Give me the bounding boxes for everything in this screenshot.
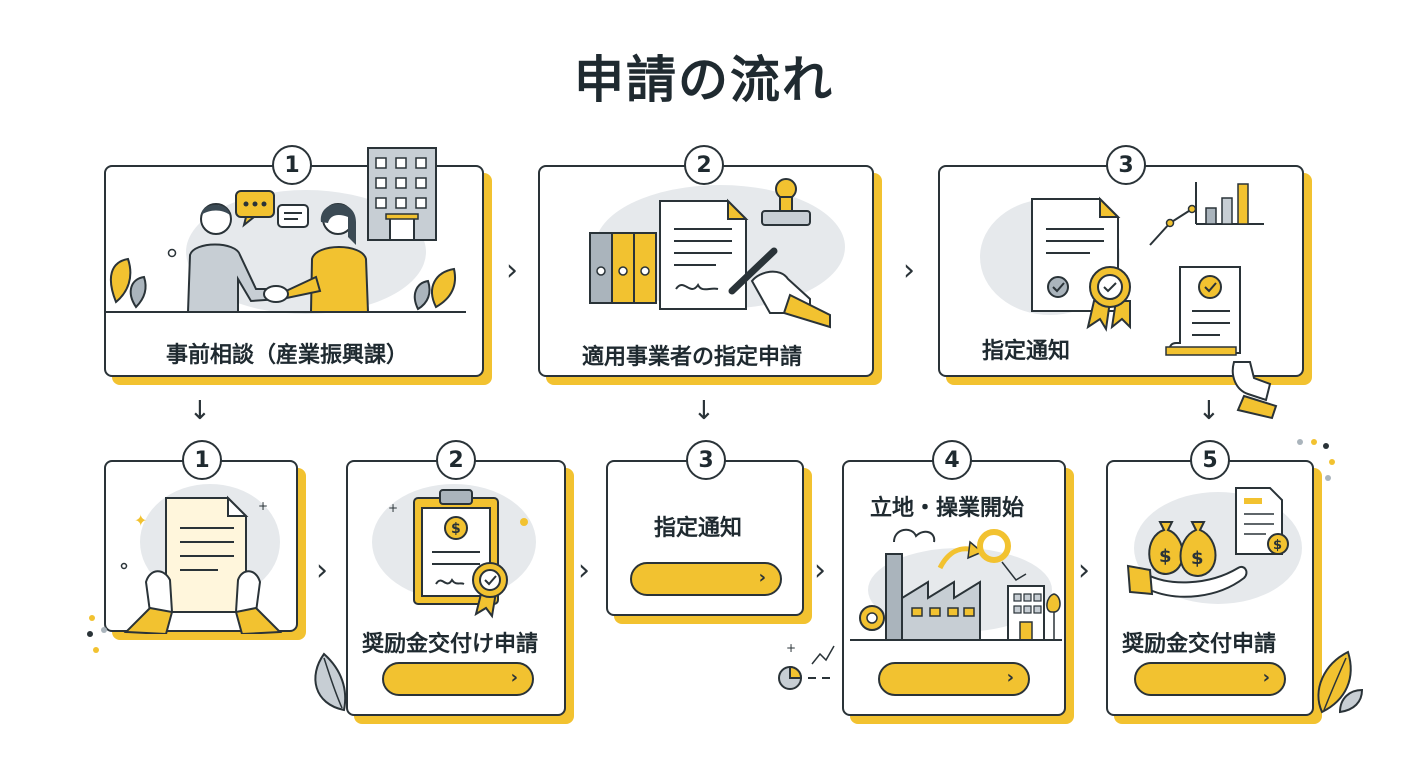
- chart-icon: [1195, 182, 1264, 225]
- factory-icon: [850, 528, 1062, 641]
- certificate-icon: [980, 196, 1241, 356]
- bottom-step-2-button[interactable]: ›: [382, 662, 534, 696]
- svg-text:+: +: [388, 501, 398, 515]
- bottom-step-1-number: 1: [182, 440, 222, 480]
- leaf-decoration: [1317, 650, 1364, 714]
- arrow-right-bottom-2: ›: [578, 553, 590, 588]
- bottom-step-5-label: 奨励金交付申請: [1122, 632, 1277, 657]
- arrow-down-2: ↓: [693, 396, 715, 426]
- top-step-3-label: 指定通知: [982, 339, 1071, 364]
- arrow-down-1: ↓: [189, 396, 211, 426]
- clipboard-coin-icon: $ +: [372, 484, 536, 619]
- chevron-right-icon: ›: [510, 667, 518, 688]
- top-step-2-label: 適用事業者の指定申請: [582, 345, 803, 370]
- top-step-1-number: 1: [272, 145, 312, 185]
- handshake-icon: [106, 190, 466, 314]
- svg-text:$: $: [1273, 538, 1282, 553]
- page-title: 申請の流れ: [574, 51, 834, 109]
- bottom-step-2-number: 2: [436, 440, 476, 480]
- bottom-step-3-button[interactable]: ›: [630, 562, 782, 596]
- top-step-2-card[interactable]: 適用事業者の指定申請: [538, 165, 874, 377]
- arrow-right-top-1: ›: [506, 253, 518, 288]
- svg-text:+: +: [258, 499, 268, 513]
- arrow-down-3: ↓: [1198, 396, 1220, 426]
- arrow-right-bottom-3: ›: [814, 553, 826, 588]
- top-step-1-label: 事前相談（産業振興課）: [166, 343, 409, 368]
- bottom-step-4-card[interactable]: 立地・操業開始 ›: [842, 460, 1066, 716]
- bottom-step-2-card[interactable]: $ + 奨励金交付け申請 ›: [346, 460, 566, 716]
- bottom-step-4-label: 立地・操業開始: [870, 496, 1025, 521]
- dots-decoration: [1297, 439, 1335, 481]
- bottom-step-4-number: 4: [932, 440, 972, 480]
- svg-text:$: $: [1159, 546, 1172, 567]
- money-bag-icon: $ $ $: [1126, 487, 1302, 604]
- arrow-right-top-2: ›: [903, 253, 915, 288]
- top-step-3-number: 3: [1106, 145, 1146, 185]
- pie-chart-icon: +: [778, 641, 835, 690]
- dots-decoration: [87, 615, 107, 653]
- bottom-step-4-button[interactable]: ›: [878, 662, 1030, 696]
- hand-icon: [1231, 361, 1278, 420]
- bottom-step-3-number: 3: [686, 440, 726, 480]
- bottom-step-5-card[interactable]: $ $ $ 奨励金交付申請 ›: [1106, 460, 1314, 716]
- chevron-right-icon: ›: [1006, 667, 1014, 688]
- leaf-decoration: [314, 652, 347, 712]
- svg-text:$: $: [1191, 548, 1204, 569]
- document-in-hands-icon: ✦ +: [120, 484, 283, 634]
- svg-text:✦: ✦: [134, 511, 147, 530]
- arrow-right-bottom-1: ›: [316, 553, 328, 588]
- svg-text:$: $: [451, 521, 461, 537]
- top-step-2-number: 2: [684, 145, 724, 185]
- bottom-step-3-card[interactable]: 指定通知 ›: [606, 460, 804, 616]
- svg-text:+: +: [786, 641, 796, 655]
- arrow-right-bottom-4: ›: [1078, 553, 1090, 588]
- office-building-icon: [367, 147, 437, 241]
- bottom-step-3-label: 指定通知: [654, 516, 743, 541]
- bottom-step-2-label: 奨励金交付け申請: [362, 632, 539, 657]
- bottom-step-5-number: 5: [1190, 440, 1230, 480]
- bottom-step-5-button[interactable]: ›: [1134, 662, 1286, 696]
- bottom-step-1-card[interactable]: ✦ +: [104, 460, 298, 634]
- document-stamp-icon: [589, 178, 845, 329]
- chevron-right-icon: ›: [758, 567, 766, 588]
- chevron-right-icon: ›: [1262, 667, 1270, 688]
